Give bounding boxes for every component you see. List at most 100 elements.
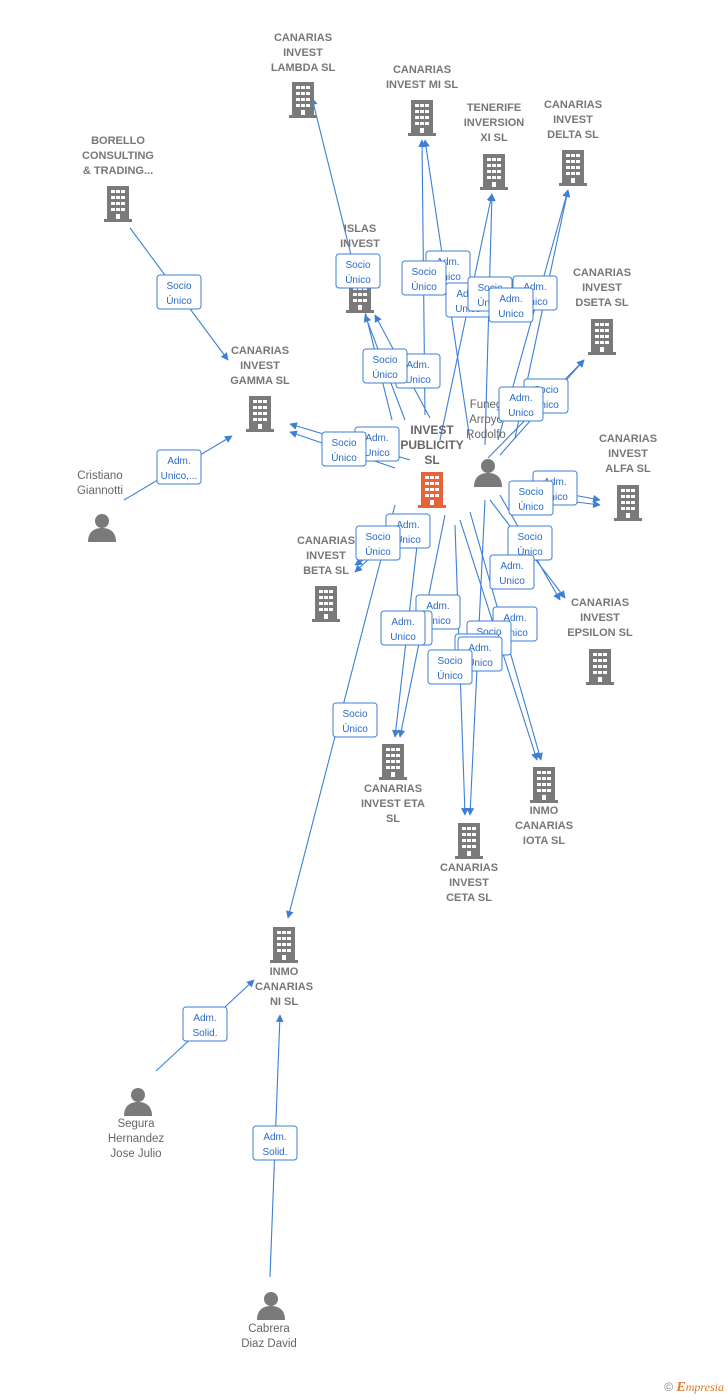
company-label-tenerife: TENERIFE — [467, 102, 521, 114]
building-icon[interactable] — [289, 82, 317, 118]
building-icon[interactable] — [530, 767, 558, 803]
edge-label-text: Unico,... — [161, 471, 198, 482]
person-label-segura: Segura — [117, 1118, 155, 1130]
edge-label-box[interactable]: Adm.Solid. — [252, 1125, 298, 1161]
edge-label-text: Socio — [476, 627, 501, 638]
edge-label-box[interactable]: Adm. Unico,... — [156, 449, 202, 485]
building-icon[interactable] — [408, 100, 436, 136]
main-company-label: SL — [424, 453, 439, 467]
edge-label-text: Unico — [508, 408, 534, 419]
edge-label-box[interactable]: Adm. Unico — [380, 610, 426, 646]
edge-label-text: Unico — [390, 632, 416, 643]
building-icon[interactable] — [379, 744, 407, 780]
person-icon[interactable] — [257, 1292, 285, 1320]
copyright-symbol: © — [664, 1380, 674, 1394]
company-label-lambda: LAMBDA SL — [271, 62, 336, 74]
edge-label-text: Socio — [437, 656, 462, 667]
company-label-gamma: INVEST — [240, 360, 280, 372]
empresia-logo[interactable]: Empresia — [676, 1380, 724, 1395]
company-label-delta: CANARIAS — [544, 99, 602, 111]
person-icon[interactable] — [474, 459, 502, 487]
building-icon[interactable] — [480, 154, 508, 190]
edge-label-text: Socio — [166, 281, 191, 292]
building-icon[interactable] — [455, 823, 483, 859]
company-label-islas: ISLAS — [344, 223, 376, 235]
edge-label-box[interactable]: Adm.Unico — [488, 287, 534, 323]
person-icon[interactable] — [124, 1088, 152, 1116]
edge-label-box[interactable]: Adm.Unico — [498, 386, 544, 422]
company-label-ni: CANARIAS — [255, 981, 313, 993]
company-label-tenerife: XI SL — [480, 132, 508, 144]
company-label-alfa: ALFA SL — [605, 463, 651, 475]
main-company-building-icon[interactable] — [418, 472, 446, 508]
company-label-dseta: CANARIAS — [573, 267, 631, 279]
company-label-epsilon: EPSILON SL — [567, 627, 633, 639]
edge-label-text: Adm. — [193, 1013, 216, 1024]
edge-label-text: Socio — [533, 385, 558, 396]
building-icon[interactable] — [104, 186, 132, 222]
person-label-segura: Hernandez — [108, 1133, 165, 1145]
person-label-cabrera: Cabrera — [248, 1323, 290, 1335]
building-icon[interactable] — [270, 927, 298, 963]
edge-label-text: Único — [411, 280, 437, 293]
edge-label-text: Único — [372, 368, 398, 381]
person-label-cabrera: Diaz David — [241, 1338, 297, 1350]
edge-label-text: Adm. — [391, 617, 414, 628]
edge-label-text: Único — [518, 500, 544, 513]
company-label-borello: CONSULTING — [82, 150, 154, 162]
company-label-delta: DELTA SL — [547, 129, 599, 141]
edge-label-text: Adm. — [365, 433, 388, 444]
edge-label-text: Unico — [542, 492, 568, 503]
building-icon[interactable] — [614, 485, 642, 521]
edge-label-text: Único — [331, 451, 357, 464]
company-label-ceta: INVEST — [449, 877, 489, 889]
edge-label-box[interactable]: Adm.Unico — [489, 554, 535, 590]
company-label-delta: INVEST — [553, 114, 593, 126]
edge-label-text: Socio — [518, 487, 543, 498]
edge-label-text: Único — [437, 669, 463, 682]
building-icon[interactable] — [559, 150, 587, 186]
edge-label-text: Unico — [522, 297, 548, 308]
edge-label-text: Adm. — [406, 360, 429, 371]
edge-label-text: Adm. — [499, 294, 522, 305]
company-label-iota: INMO — [530, 805, 559, 817]
person-label-funeg: Arroyo — [469, 414, 503, 426]
company-label-epsilon: INVEST — [580, 612, 620, 624]
edge-label-text: Adm. — [500, 561, 523, 572]
footer-brand: © Empresia — [664, 1380, 724, 1396]
edge-label-text: Unico — [405, 375, 431, 386]
edge-label-text: Socio — [331, 438, 356, 449]
company-label-ceta: CANARIAS — [440, 862, 498, 874]
company-label-alfa: CANARIAS — [599, 433, 657, 445]
company-label-gamma: GAMMA SL — [230, 375, 290, 387]
main-company-label: PUBLICITY — [400, 438, 463, 452]
person-label-cristiano: Cristiano — [77, 470, 122, 482]
company-label-gamma: CANARIAS — [231, 345, 289, 357]
building-icon[interactable] — [588, 319, 616, 355]
company-label-lambda: CANARIAS — [274, 32, 332, 44]
building-icon[interactable] — [312, 586, 340, 622]
edge-label-text: Socio — [365, 532, 390, 543]
company-label-borello: & TRADING... — [83, 165, 153, 177]
building-icon[interactable] — [586, 649, 614, 685]
person-icon[interactable] — [88, 514, 116, 542]
company-label-borello: BORELLO — [91, 135, 145, 147]
edge-label-text: Adm. — [167, 456, 190, 467]
building-icon[interactable] — [246, 396, 274, 432]
edge-label-text: Socio — [411, 267, 436, 278]
edge-label-text: Único — [342, 722, 368, 735]
edge-label-text: Único — [345, 273, 371, 286]
company-label-alfa: INVEST — [608, 448, 648, 460]
company-label-beta: CANARIAS — [297, 535, 355, 547]
edge-label-box[interactable]: Adm.Solid. — [182, 1006, 228, 1042]
